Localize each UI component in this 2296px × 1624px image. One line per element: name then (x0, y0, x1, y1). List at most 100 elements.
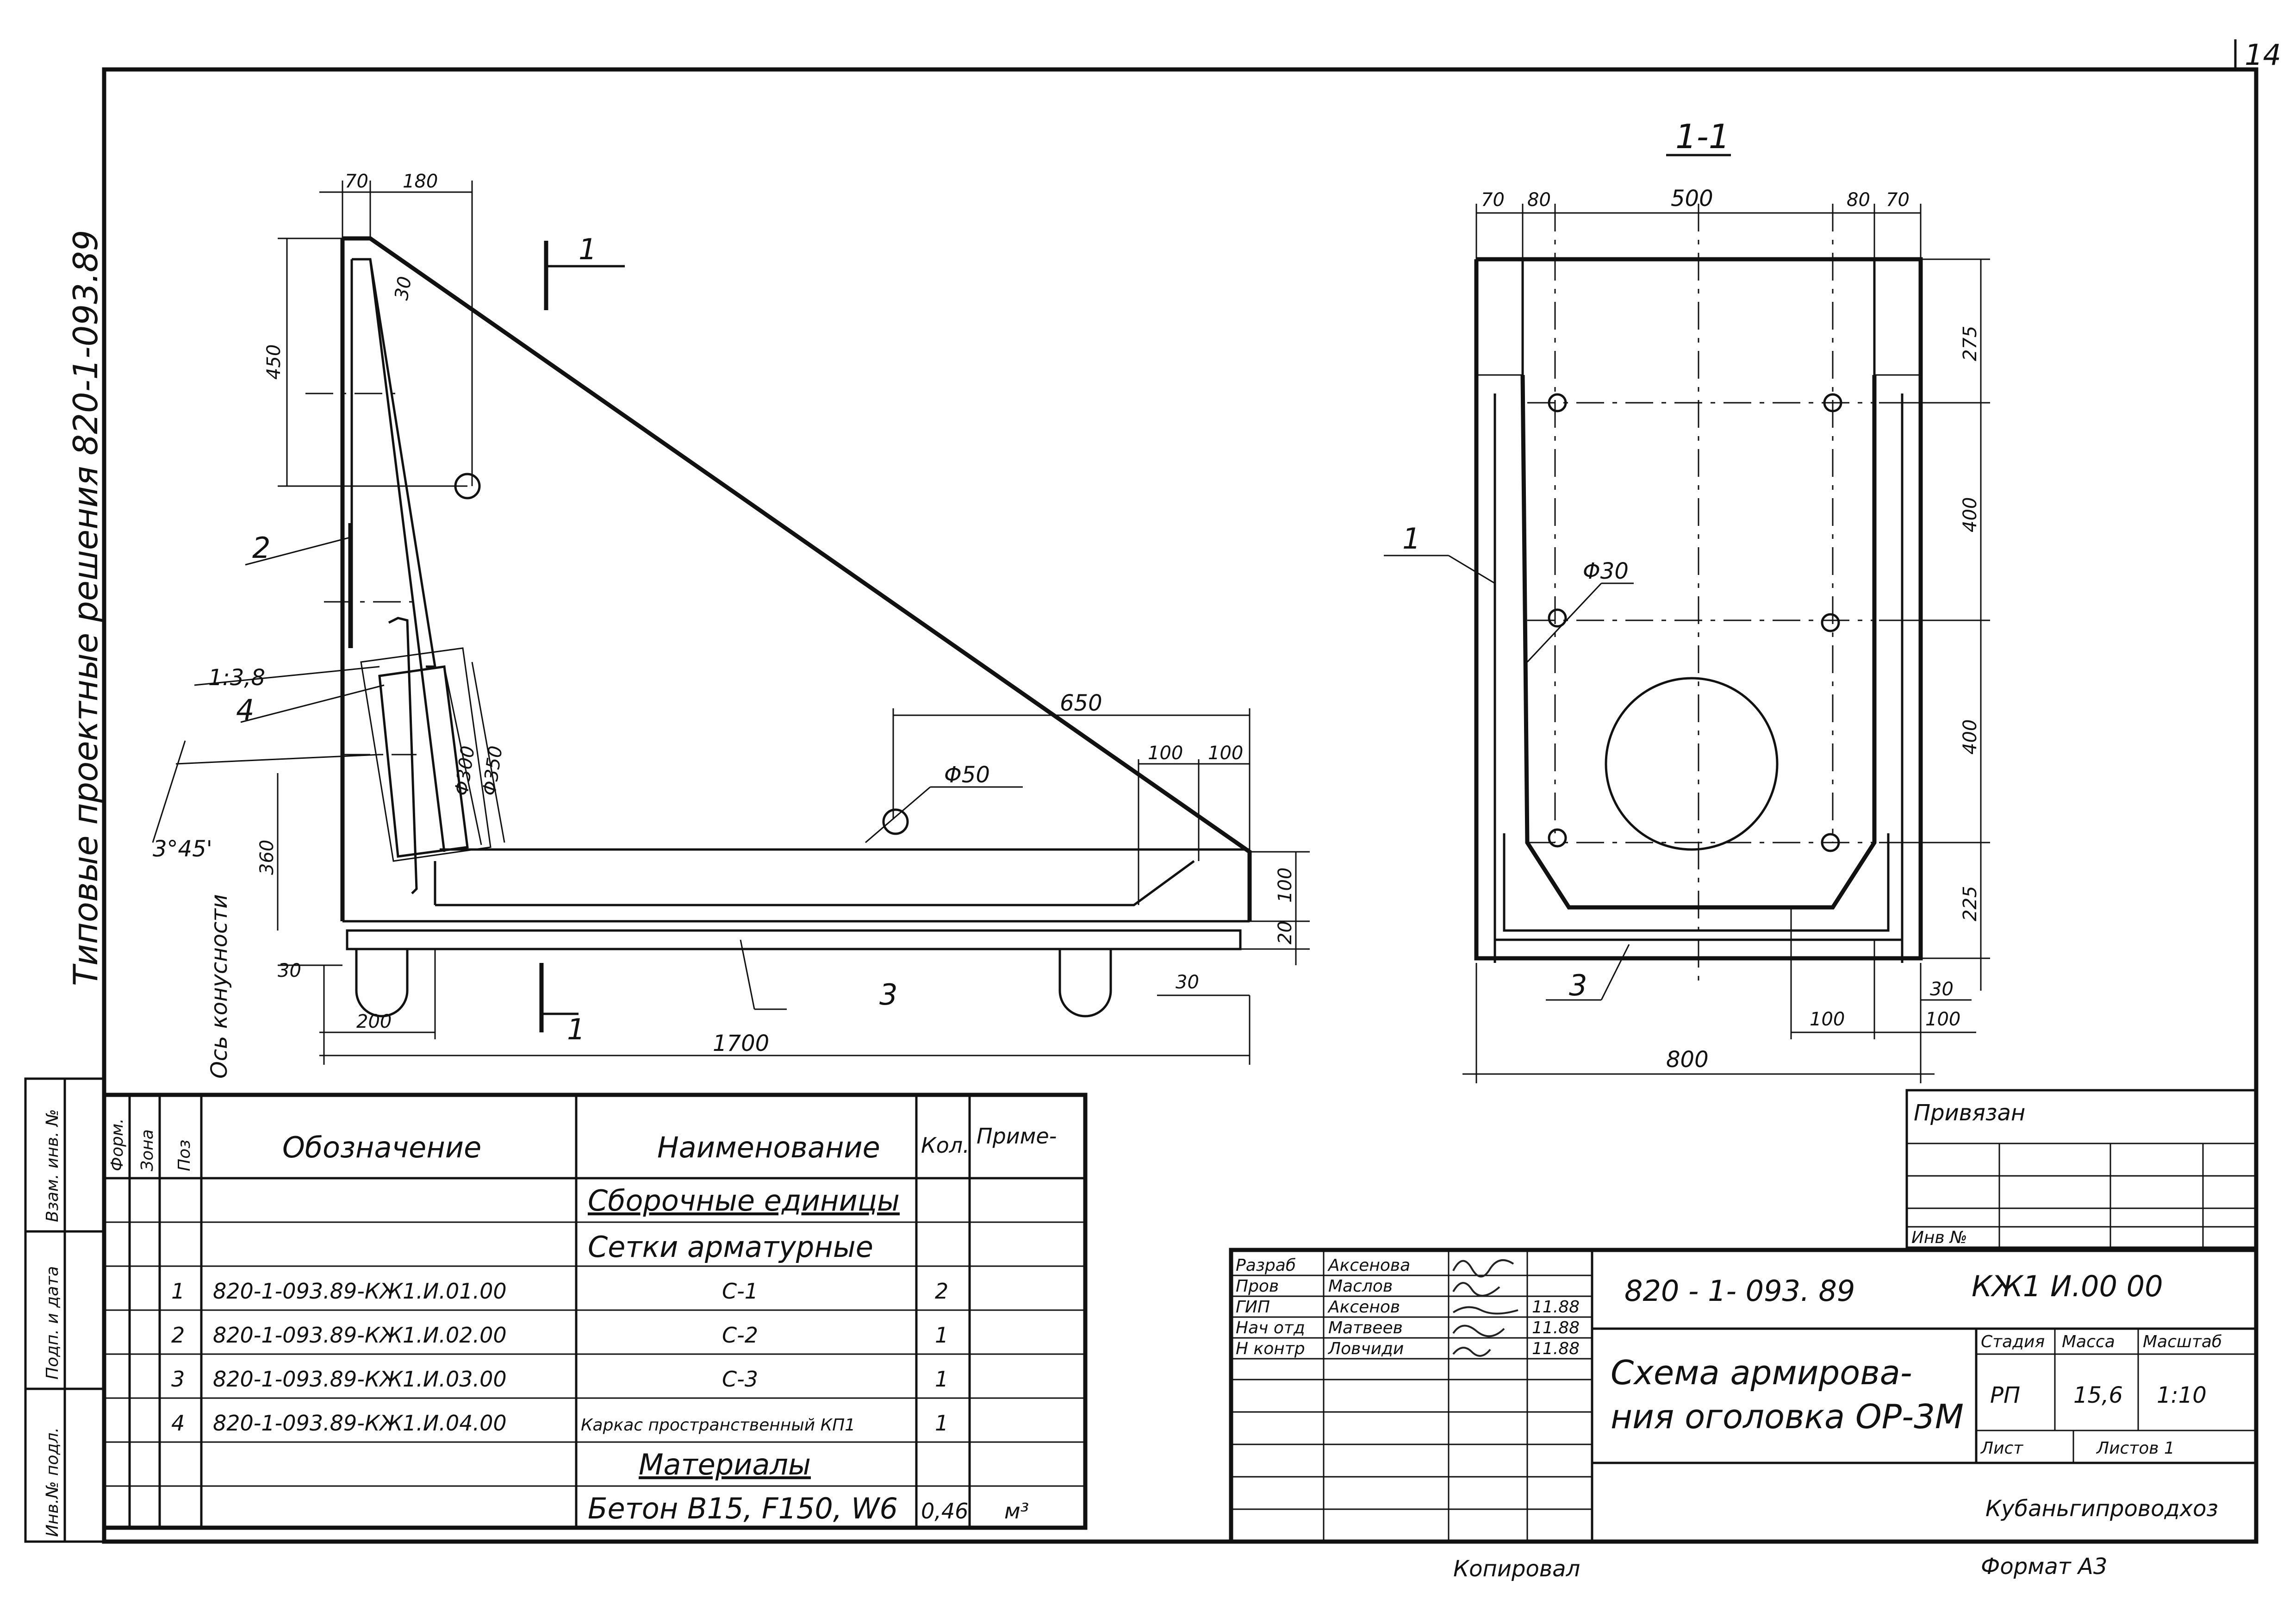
header-designation: Обозначение (282, 1131, 481, 1164)
inv-no-label: Инв № (1911, 1228, 1967, 1247)
role-2-date: 11.88 (1532, 1298, 1580, 1317)
dim-top-70: 70 (345, 171, 368, 192)
role-1: Пров (1236, 1277, 1279, 1296)
sheet-header: Лист (1980, 1439, 2023, 1458)
dim-30: 30 (391, 275, 416, 302)
row-2-qty: 2 (935, 1279, 948, 1304)
sheet-number: 14 (2245, 38, 2281, 72)
mass-value: 15,6 (2073, 1382, 2123, 1408)
footer-copied: Копировал (1453, 1556, 1580, 1582)
header-qty: Кол. (921, 1133, 970, 1158)
sec-dim-500: 500 (1671, 186, 1713, 212)
dim-200: 200 (356, 1011, 392, 1032)
dim-100b: 100 (1208, 743, 1243, 764)
signatures (1452, 1259, 1518, 1357)
dim-30b: 30 (278, 960, 301, 981)
sec-dim-275: 275 (1960, 326, 1981, 361)
role-3-name: Матвеев (1328, 1318, 1403, 1337)
dim-phi50: Φ50 (944, 762, 990, 788)
role-4-name: Ловчиди (1327, 1339, 1404, 1358)
row-7-note: м³ (1004, 1499, 1029, 1524)
row-0-name: Сборочные единицы (588, 1184, 900, 1218)
dim-100a: 100 (1148, 743, 1183, 764)
row-3-qty: 1 (935, 1323, 948, 1348)
row-5-designation: 820-1-093.89-КЖ1.И.04.00 (213, 1411, 507, 1436)
sec-dim-70b: 70 (1886, 189, 1910, 211)
callout-4: 4 (236, 693, 254, 727)
row-5-qty: 1 (935, 1411, 948, 1436)
row-2-name: С-1 (722, 1279, 758, 1304)
side-label-2: Инв.№ подл. (43, 1427, 62, 1537)
stage-header: Стадия (1981, 1332, 2045, 1351)
row-7-name: Бетон В15, F150, W6 (588, 1492, 898, 1525)
sec-dim-400a: 400 (1960, 497, 1981, 532)
footer-format: Формат А3 (1981, 1554, 2107, 1580)
table-row: 3 820-1-093.89-КЖ1.И.03.00 С-3 1 (171, 1367, 948, 1392)
row-1-name: Сетки арматурные (588, 1230, 873, 1264)
sec-dim-70a: 70 (1481, 189, 1505, 211)
dim-360: 360 (256, 840, 278, 875)
dim-20: 20 (1275, 921, 1296, 944)
row-2-designation: 820-1-093.89-КЖ1.И.01.00 (213, 1279, 507, 1304)
role-3: Нач отд (1236, 1318, 1305, 1337)
row-3-name: С-2 (722, 1323, 758, 1348)
header-note: Приме- (977, 1124, 1057, 1149)
section-label: 1-1 (1675, 117, 1730, 156)
side-label-1: Подп. и дата (43, 1266, 62, 1380)
header-name: Наименование (657, 1131, 880, 1164)
sec-dim-phi30: Φ30 (1583, 558, 1629, 584)
role-4: Н контр (1236, 1339, 1305, 1358)
callout-3: 3 (879, 978, 897, 1012)
angle-label: 3°45' (153, 836, 212, 862)
table-row: Бетон В15, F150, W6 0,46 м³ (588, 1492, 1029, 1525)
cut-label-bottom: 1 (567, 1012, 585, 1046)
slope-label: 1:3,8 (208, 665, 265, 691)
stamp-mark: КЖ1 И.00 00 (1972, 1269, 2163, 1303)
table-row: Материалы (639, 1448, 811, 1481)
scale-value: 1:10 (2157, 1382, 2207, 1408)
sec-dim-80b: 80 (1847, 189, 1870, 211)
role-0: Разраб (1236, 1256, 1296, 1275)
row-6-name: Материалы (639, 1448, 811, 1481)
callout-2: 2 (252, 531, 270, 565)
cut-label-top: 1 (579, 232, 597, 266)
sec-dim-30: 30 (1930, 979, 1954, 1000)
sec-dim-100b: 100 (1925, 1009, 1960, 1030)
axis-label: Ось конусности (206, 894, 232, 1079)
table-row: Сетки арматурные (588, 1230, 873, 1264)
row-4-designation: 820-1-093.89-КЖ1.И.03.00 (213, 1367, 507, 1392)
header-format: Форм. (108, 1118, 127, 1171)
role-2-name: Аксенов (1327, 1298, 1400, 1317)
row-4-pos: 3 (171, 1367, 185, 1392)
dim-30c: 30 (1176, 972, 1199, 993)
mass-header: Масса (2062, 1332, 2115, 1351)
sec-dim-80a: 80 (1527, 189, 1551, 211)
sec-dim-400b: 400 (1960, 719, 1981, 755)
frame (102, 39, 2259, 1544)
title-block: Привязан Инв № Разраб (1229, 1089, 2259, 1544)
table-row: 4 820-1-093.89-КЖ1.И.04.00 Каркас простр… (171, 1411, 948, 1436)
stamp-title-line1: Схема армирова- (1611, 1353, 1912, 1392)
dim-100c: 100 (1275, 868, 1296, 903)
role-1-name: Маслов (1328, 1277, 1393, 1296)
table-row: 1 820-1-093.89-КЖ1.И.01.00 С-1 2 (171, 1279, 948, 1304)
row-5-name: Каркас пространственный КП1 (581, 1416, 855, 1435)
row-4-name: С-3 (722, 1367, 758, 1392)
side-label-0: Взам. инв. № (43, 1109, 62, 1222)
row-2-pos: 1 (171, 1279, 185, 1304)
role-4-date: 11.88 (1532, 1339, 1580, 1358)
row-5-pos: 4 (171, 1411, 185, 1436)
dim-phi350: Φ350 (479, 744, 507, 797)
role-3-date: 11.88 (1532, 1318, 1580, 1337)
dim-450: 450 (263, 344, 285, 380)
left-view: 1 1 70 180 30 450 360 30 1:3,8 3°45' Ось… (152, 171, 1310, 1079)
section-view: 1-1 70 80 5 (1384, 117, 1990, 1083)
dim-650: 650 (1060, 690, 1102, 716)
header-pos: Поз (175, 1140, 194, 1171)
stamp-code: 820 - 1- 093. 89 (1624, 1274, 1855, 1308)
spec-table: Взам. инв. № Подп. и дата Инв.№ подл. Фо… (24, 1077, 1088, 1543)
sec-dim-100a: 100 (1810, 1009, 1845, 1030)
role-2: ГИП (1236, 1298, 1270, 1317)
dim-1700: 1700 (713, 1031, 769, 1056)
privyazan-label: Привязан (1914, 1100, 2025, 1126)
